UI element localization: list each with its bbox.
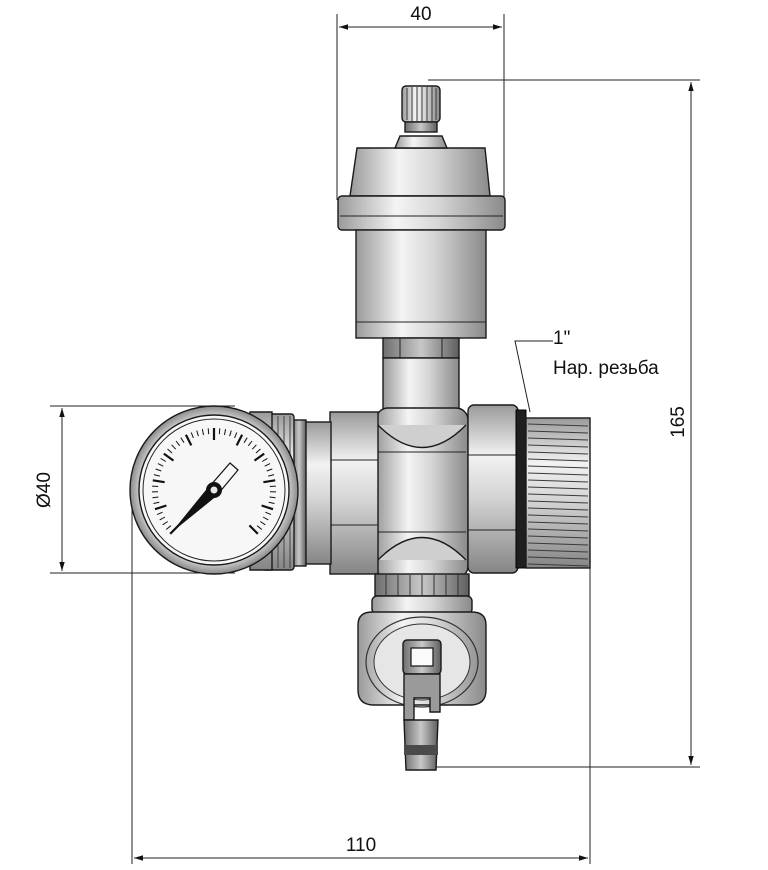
dimension-height-right-label: 165 [668,406,689,438]
right-union [467,404,527,574]
dimension-width-top: 40 [336,4,505,200]
thread-callout: 1" Нар. резьба [514,328,659,413]
thread-callout-note: Нар. резьба [553,358,659,379]
dimension-width-top-label: 40 [410,4,431,25]
o-ring-seal [515,409,527,569]
gauge-scale [151,428,277,535]
tee-body [375,407,469,579]
dimension-diameter-left-label: Ø40 [34,472,55,508]
pressure-gauge [129,405,299,575]
dimension-width-bottom-label: 110 [346,835,376,856]
air-vent-valve [337,85,506,411]
thread-callout-size: 1" [553,328,570,349]
dimension-width-bottom: 110 [131,490,591,864]
drain-ball-valve [357,573,487,771]
dimension-height-right: 165 [428,79,700,768]
external-thread-1-inch [525,417,591,569]
